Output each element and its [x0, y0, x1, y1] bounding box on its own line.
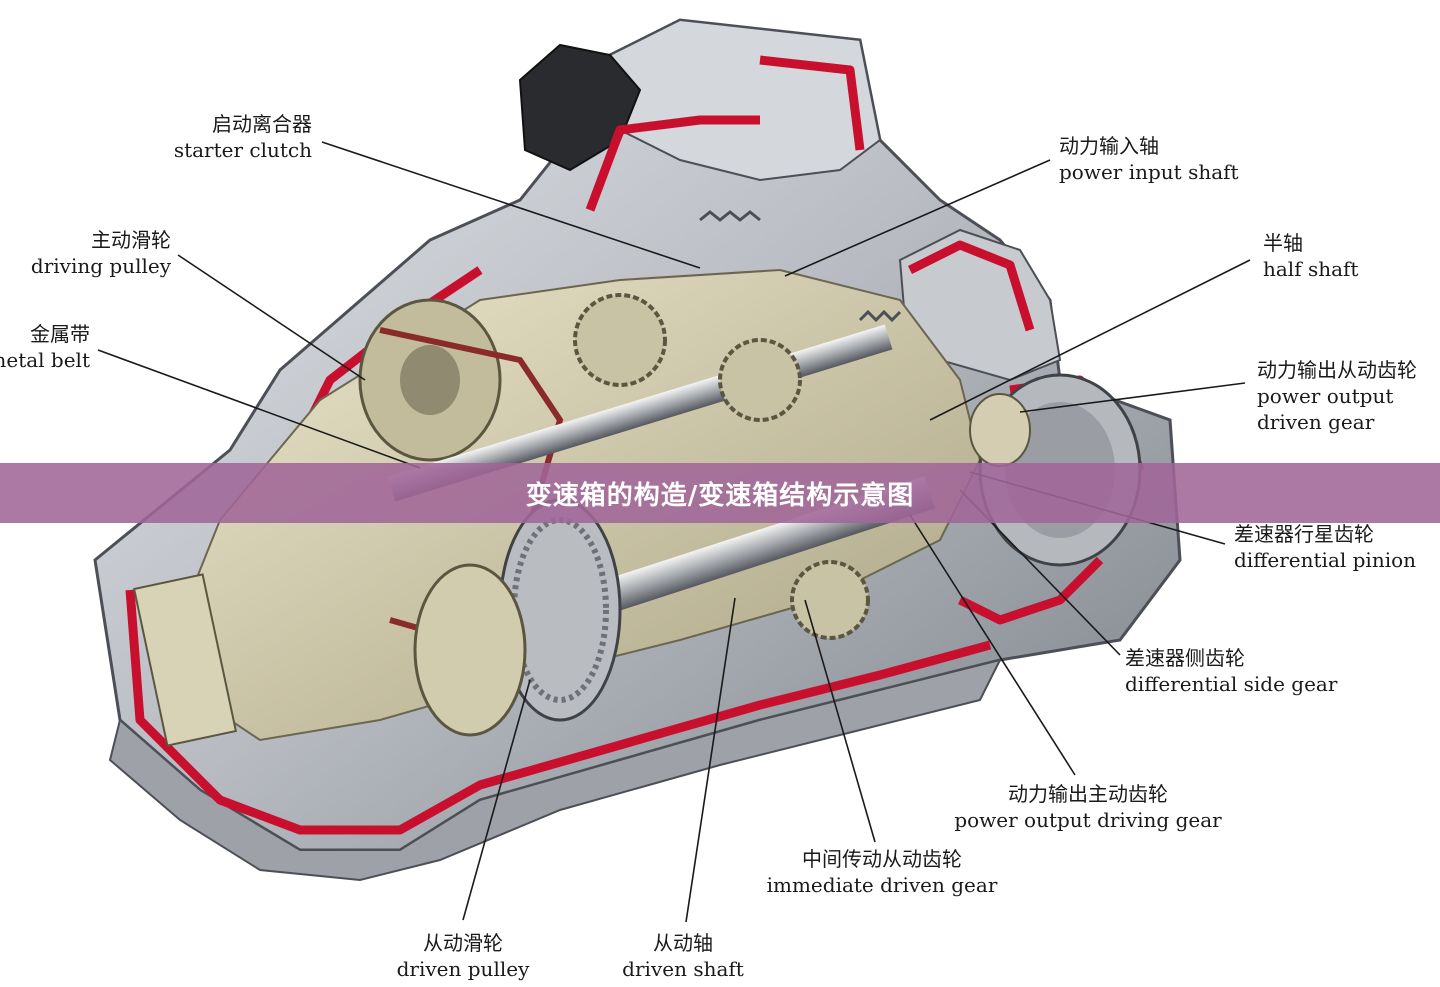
leader-immediate-driven-gear — [804, 599, 876, 843]
label-power-output-driven-gear: 动力输出从动齿轮 power output driven gear — [1257, 358, 1417, 434]
leader-power-input-shaft — [784, 159, 1051, 277]
leader-half-shaft — [929, 259, 1251, 421]
leader-lines — [97, 141, 1251, 923]
label-driven-pulley: 从动滑轮 driven pulley — [396, 931, 530, 981]
label-power-input-shaft: 动力输入轴 power input shaft — [1059, 134, 1239, 184]
leader-driven-pulley — [462, 679, 531, 921]
label-power-output-driving-gear: 动力输出主动齿轮 power output driving gear — [954, 782, 1222, 832]
leader-metal-belt — [97, 349, 421, 469]
leader-driving-pulley — [177, 254, 366, 381]
leader-driven-shaft — [685, 597, 736, 923]
banner-title: 变速箱的构造/变速箱结构示意图 — [525, 480, 915, 511]
leader-power-output-driven-gear — [1019, 382, 1246, 413]
label-differential-pinion: 差速器行星齿轮 differential pinion — [1234, 522, 1417, 572]
label-driven-shaft: 从动轴 driven shaft — [622, 931, 744, 981]
label-driving-pulley: 主动滑轮 driving pulley — [30, 228, 171, 278]
leader-starter-clutch — [321, 141, 701, 269]
label-starter-clutch: 启动离合器 starter clutch — [173, 112, 312, 162]
label-half-shaft: 半轴 half shaft — [1263, 231, 1359, 281]
label-differential-side-gear: 差速器侧齿轮 differential side gear — [1125, 646, 1338, 696]
title-banner: 变速箱的构造/变速箱结构示意图 — [0, 463, 1440, 523]
label-metal-belt: 金属带 metal belt — [0, 322, 90, 372]
label-immediate-driven-gear: 中间传动从动齿轮 immediate driven gear — [766, 847, 998, 897]
leader-power-output-driving-gear — [909, 514, 1076, 776]
